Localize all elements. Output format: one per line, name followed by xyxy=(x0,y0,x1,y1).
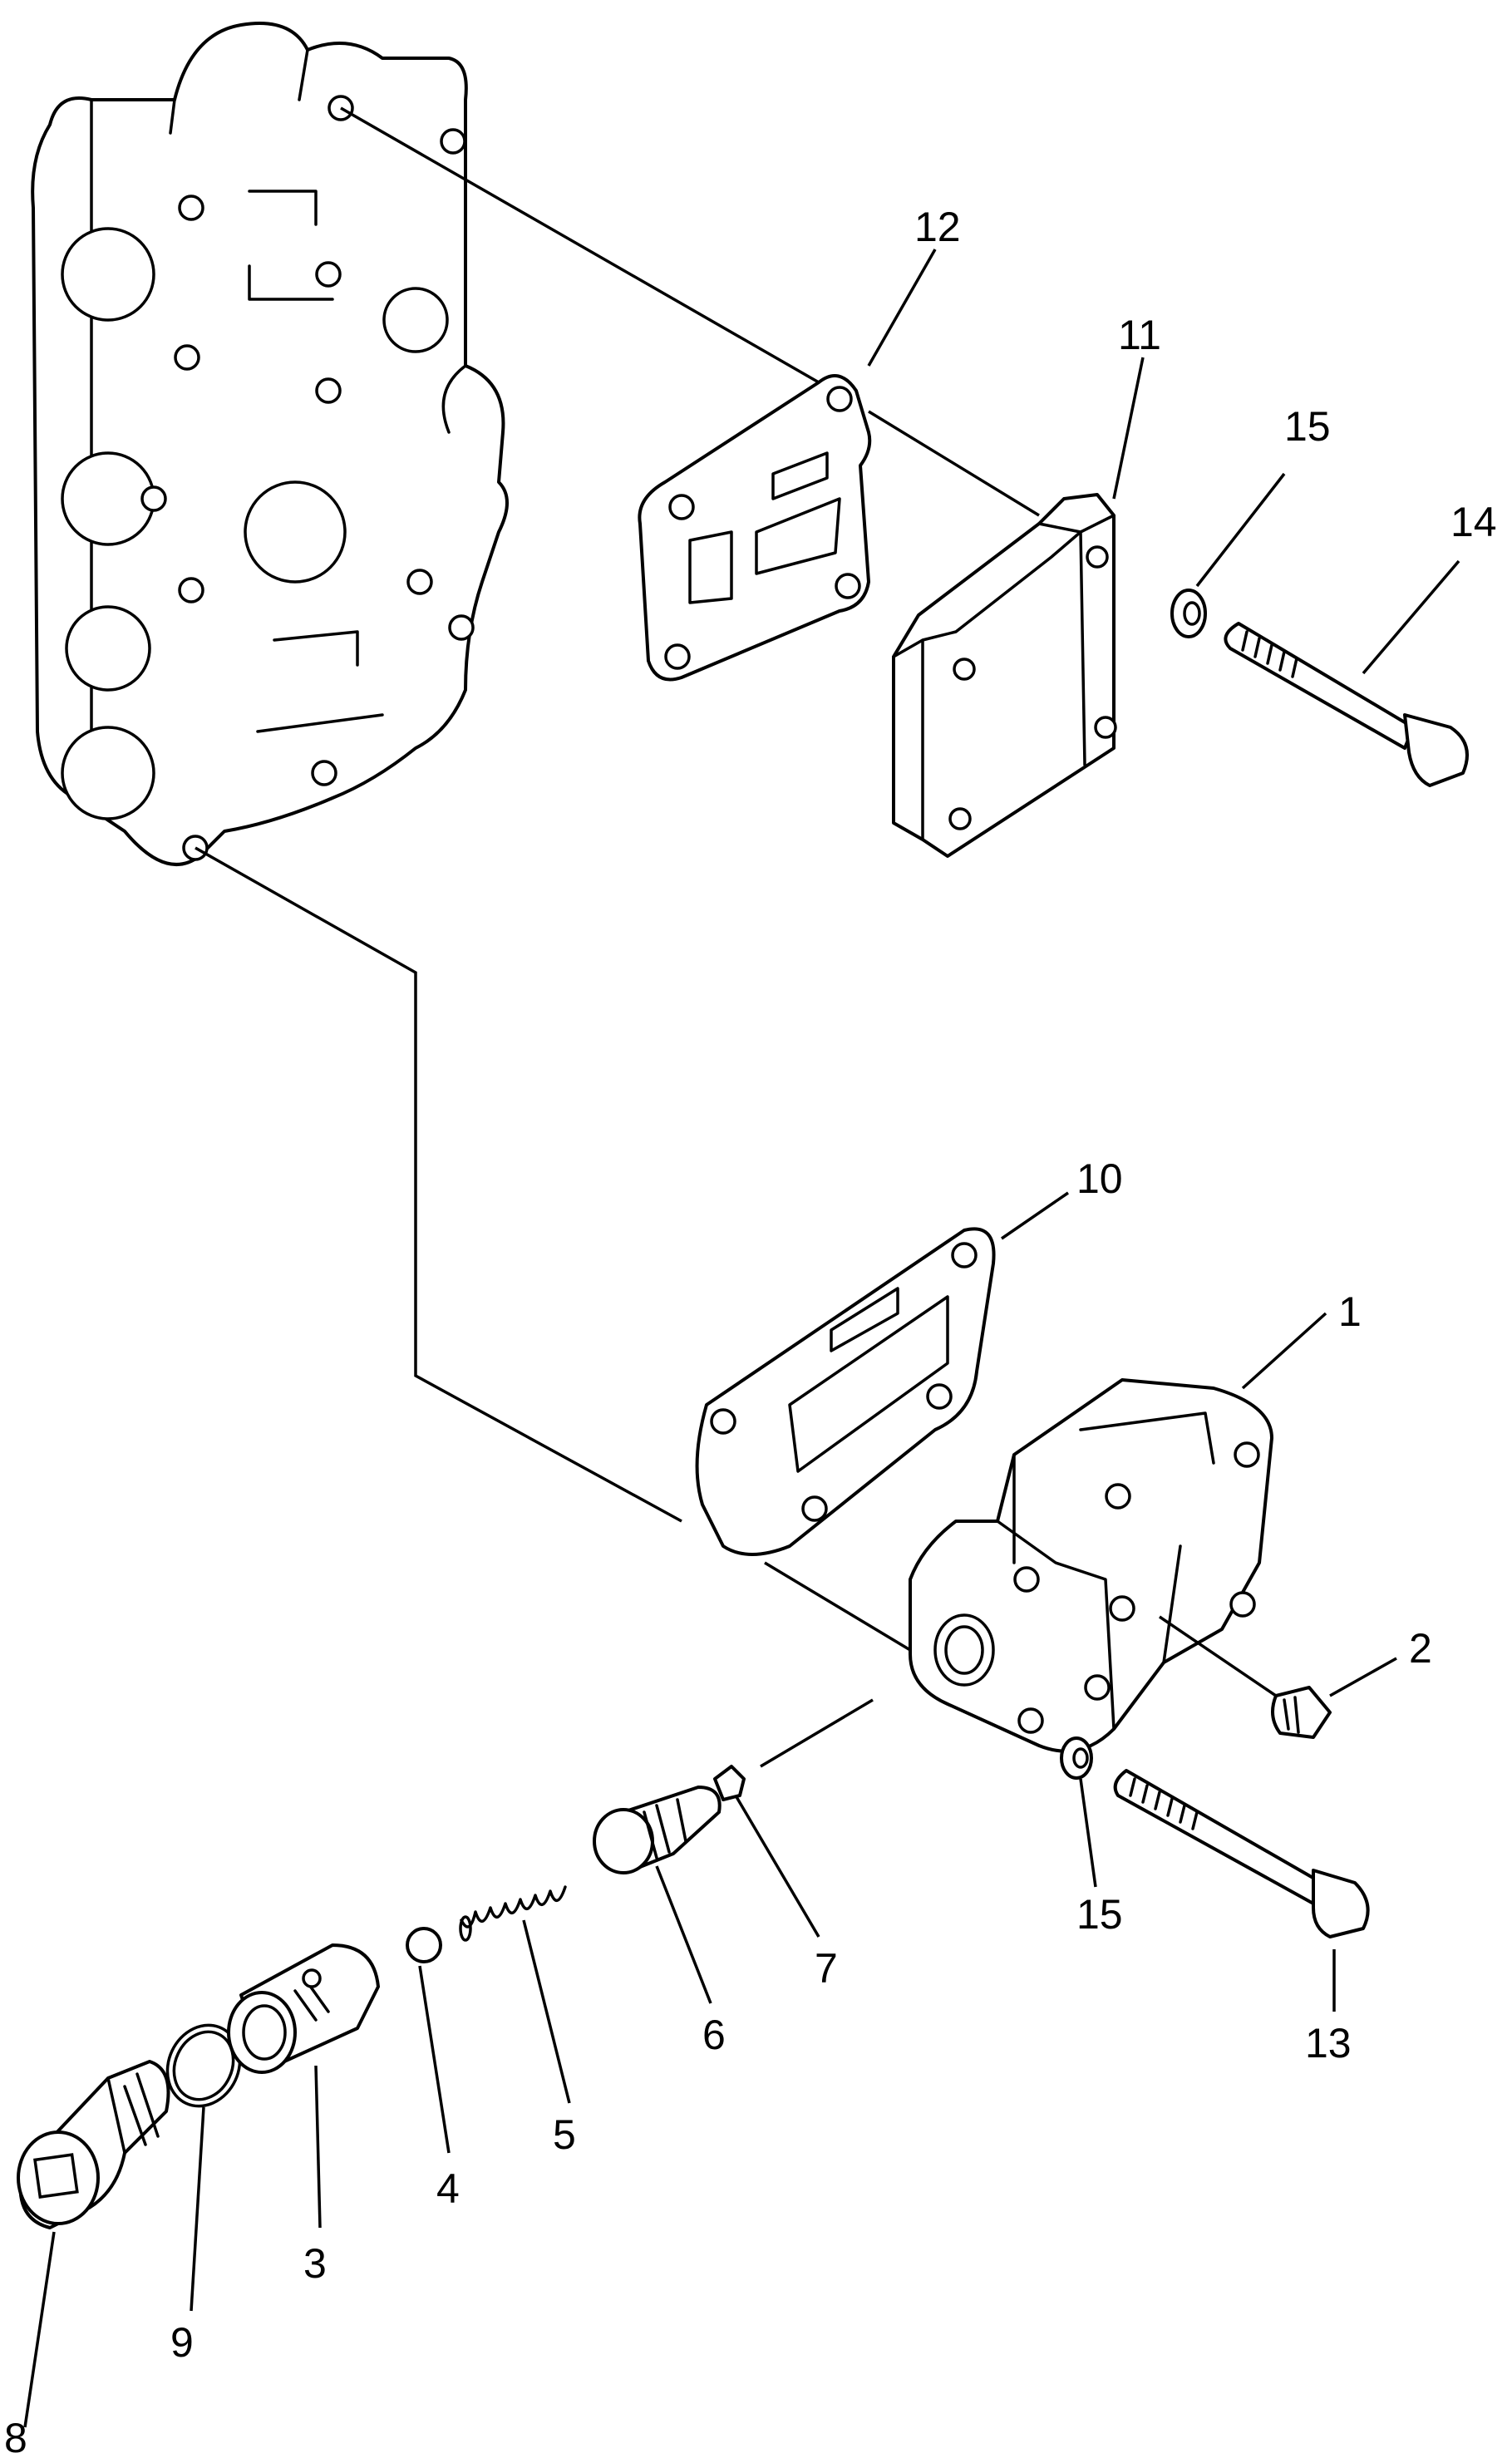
bolt-13 xyxy=(1113,1769,1370,1938)
housing-1 xyxy=(909,1378,1273,1753)
assembly-lines xyxy=(195,106,1277,1768)
callout-6: 6 xyxy=(702,2012,726,2058)
valve-body xyxy=(31,22,509,866)
callout-7: 7 xyxy=(815,1945,838,1992)
callout-14: 14 xyxy=(1450,499,1497,545)
ball-4 xyxy=(406,1927,442,1963)
gasket-10 xyxy=(695,1227,996,1556)
callout-3: 3 xyxy=(303,2240,327,2287)
cover-11 xyxy=(892,493,1117,858)
callout-4: 4 xyxy=(436,2165,460,2212)
callout-12: 12 xyxy=(914,204,961,250)
washer-15-upper xyxy=(1170,589,1207,638)
bolt-14 xyxy=(1224,622,1469,787)
callout-5: 5 xyxy=(553,2111,576,2158)
seat-7 xyxy=(713,1765,746,1801)
callout-15-lower: 15 xyxy=(1076,1891,1123,1938)
poppet-6 xyxy=(593,1786,722,1874)
callout-1: 1 xyxy=(1338,1288,1362,1335)
callout-labels: 1 2 3 4 5 6 7 8 9 10 11 12 13 14 15 15 xyxy=(4,204,1497,2458)
callout-2: 2 xyxy=(1409,1625,1432,1672)
plug-2 xyxy=(1271,1686,1332,1739)
gasket-12 xyxy=(638,374,872,682)
callout-8: 8 xyxy=(4,2415,27,2458)
callout-leaders xyxy=(23,249,1460,2428)
spring-5 xyxy=(459,1885,567,1942)
callout-15-upper: 15 xyxy=(1284,403,1331,450)
sleeve-3 xyxy=(227,1943,380,2074)
callout-13: 13 xyxy=(1305,2020,1352,2066)
washer-15-lower xyxy=(1060,1736,1093,1780)
callout-10: 10 xyxy=(1076,1155,1123,1202)
o-ring-9 xyxy=(165,2023,242,2108)
callout-9: 9 xyxy=(170,2319,194,2366)
plug-8 xyxy=(17,2060,170,2229)
callout-11: 11 xyxy=(1118,312,1161,358)
